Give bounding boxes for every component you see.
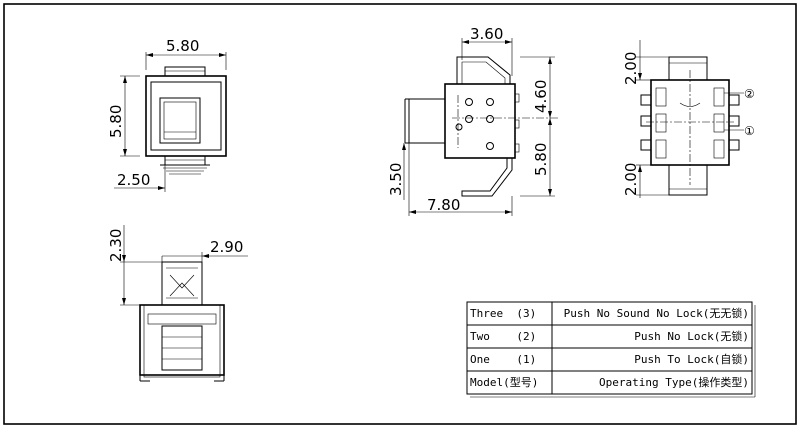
top-view: 2.30 2.90 xyxy=(107,225,248,382)
front-body xyxy=(145,75,227,157)
top-stem xyxy=(161,261,203,306)
table-row-type: Push No Lock(无锁) xyxy=(634,329,749,343)
terminal-top-dim: 2.00 xyxy=(622,52,640,85)
table-row-model: Three (3) xyxy=(470,307,536,320)
front-bottom-tab xyxy=(164,155,206,166)
front-top-tab xyxy=(164,66,206,77)
terminal-bottom-dim: 2.00 xyxy=(622,163,640,196)
terminal-bottom-lead xyxy=(668,164,708,196)
table-header-type: Operating Type(操作类型) xyxy=(599,375,749,389)
top-height-dim: 2.30 xyxy=(107,229,125,262)
terminal-top-lead xyxy=(668,56,708,81)
side-top-dim: 3.60 xyxy=(470,25,503,43)
table-row-type: Push To Lock(自锁) xyxy=(634,352,749,366)
front-view: 5.80 5.80 2.50 xyxy=(107,37,227,192)
terminal-view: 2.00 2.00 ② ① xyxy=(622,40,755,198)
front-foot-dim: 2.50 xyxy=(117,171,150,189)
side-body xyxy=(444,83,516,159)
pin-1-marker: ① xyxy=(744,124,755,138)
side-plunger xyxy=(408,98,446,144)
table-row-model: Two (2) xyxy=(470,330,536,343)
pin-2-marker: ② xyxy=(744,87,755,101)
side-bottom-dim: 7.80 xyxy=(427,196,460,214)
side-lower-dim: 5.80 xyxy=(532,143,550,176)
table-header-model: Model(型号) xyxy=(470,375,538,389)
front-width-dim: 5.80 xyxy=(166,37,199,55)
front-height-dim: 5.80 xyxy=(107,105,125,138)
drawing-frame xyxy=(3,3,797,425)
side-left-dim: 3.50 xyxy=(387,163,405,196)
table-row-type: Push No Sound No Lock(无无锁) xyxy=(564,306,749,320)
table-row-model: One (1) xyxy=(470,353,536,366)
side-upper-dim: 4.60 xyxy=(532,80,550,113)
upper-lead xyxy=(456,56,511,84)
spec-table: Three (3) Push No Sound No Lock(无无锁) Two… xyxy=(466,301,756,398)
top-body xyxy=(139,304,225,376)
top-width-dim: 2.90 xyxy=(210,238,243,256)
lower-lead xyxy=(461,158,513,197)
front-button xyxy=(159,97,201,144)
side-view: 3.60 4.60 5.80 3.50 7.80 xyxy=(387,25,560,216)
